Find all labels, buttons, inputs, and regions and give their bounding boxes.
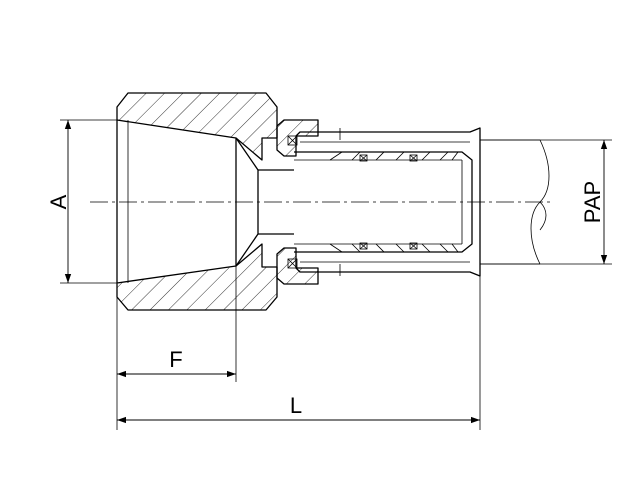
swivel-nut-top [276,119,319,157]
dimension-label-f: F [169,347,182,372]
dimension-f: F [116,266,237,430]
body-bore [116,120,294,283]
dimension-label-a: A [46,194,71,209]
body-wall-top [116,92,278,161]
body-wall-bottom [116,243,278,311]
dimension-label-pap: PAP [580,181,605,223]
dimension-label-l: L [290,393,302,418]
swivel-nut-bottom [276,247,319,285]
dimension-l: L [117,276,481,430]
dimension-pap: PAP [480,139,612,265]
dimension-a: A [46,119,117,284]
